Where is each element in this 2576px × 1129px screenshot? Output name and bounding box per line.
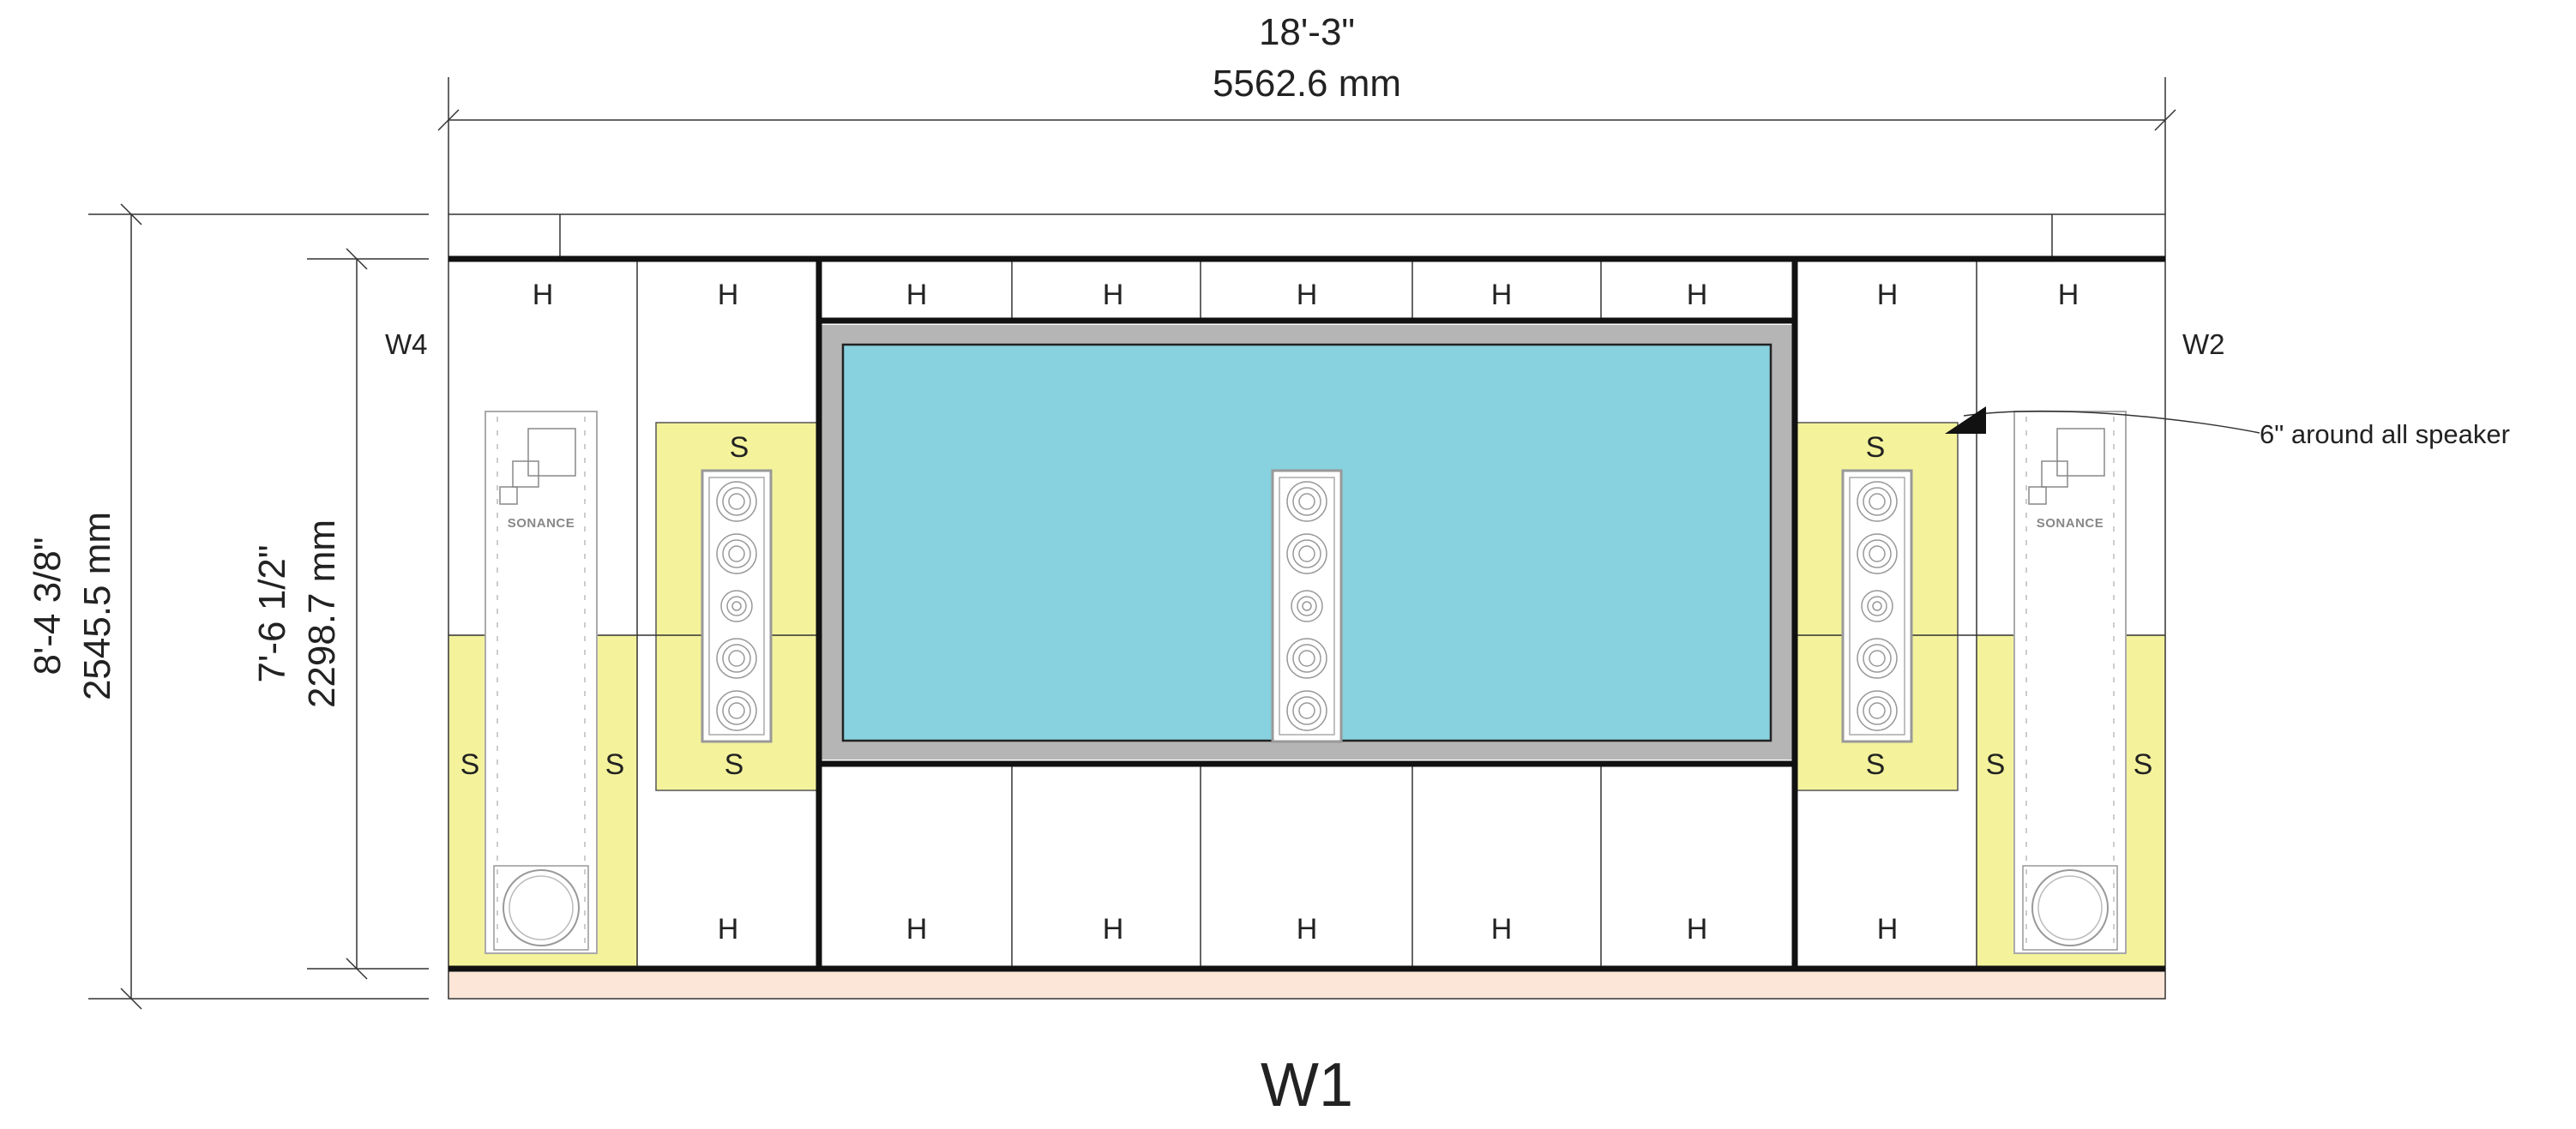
panel-label-h: H bbox=[1103, 913, 1124, 946]
width-imperial-label: 18'-3" bbox=[1259, 11, 1355, 53]
panel-label-h: H bbox=[1297, 913, 1318, 946]
subwoofer-icon bbox=[2013, 411, 2127, 954]
panel-label-h: H bbox=[1877, 279, 1899, 311]
subwoofer-left: SONANCE bbox=[485, 411, 598, 954]
panel-label-s: S bbox=[1986, 748, 2006, 781]
brand-label-right: SONANCE bbox=[2037, 516, 2104, 531]
panel-label-h: H bbox=[1687, 913, 1708, 946]
adjacent-wall-right-label: W2 bbox=[2182, 328, 2225, 360]
panel-label-h: H bbox=[718, 913, 739, 946]
speaker-icon bbox=[701, 469, 773, 743]
adjacent-wall-left-label: W4 bbox=[385, 328, 428, 360]
panel-label-s: S bbox=[725, 748, 744, 781]
panel-label-h: H bbox=[533, 279, 554, 311]
subwoofer-right: SONANCE bbox=[2013, 411, 2127, 954]
arrowhead-icon bbox=[1945, 406, 1986, 434]
panel-label-s: S bbox=[1866, 431, 1886, 464]
floor-strip bbox=[448, 968, 2166, 1000]
inner-height-metric-label: 2298.7 mm bbox=[301, 519, 343, 708]
brand-label-left: SONANCE bbox=[508, 516, 575, 531]
panel-label-h: H bbox=[1877, 913, 1899, 946]
wall-elevation bbox=[448, 213, 2166, 1000]
panel-labels-s: S S S S S S S S bbox=[460, 431, 2153, 781]
panel-label-h: H bbox=[718, 279, 739, 311]
drawing-title: W1 bbox=[1261, 1051, 1353, 1120]
panel-label-h: H bbox=[906, 279, 928, 311]
inner-height-dimension: 7'-6 1/2" 2298.7 mm bbox=[251, 248, 429, 980]
panel-label-s: S bbox=[730, 431, 749, 464]
outer-height-imperial-label: 8'-4 3/8" bbox=[27, 537, 69, 675]
outer-height-dimension: 8'-4 3/8" 2545.5 mm bbox=[27, 203, 429, 1010]
outer-height-metric-label: 2545.5 mm bbox=[76, 512, 118, 700]
panel-label-h: H bbox=[1491, 913, 1513, 946]
panel-label-h: H bbox=[2058, 279, 2079, 311]
panel-label-h: H bbox=[1491, 279, 1513, 311]
panel-label-h: H bbox=[1687, 279, 1708, 311]
panel-label-h: H bbox=[906, 913, 928, 946]
width-metric-label: 5562.6 mm bbox=[1213, 63, 1401, 105]
width-dimension: 18'-3" 5562.6 mm bbox=[437, 11, 2176, 214]
speaker-icon bbox=[1271, 469, 1343, 743]
panel-label-h: H bbox=[1103, 279, 1124, 311]
annotation-text: 6" around all speaker bbox=[2260, 419, 2510, 449]
speaker-clearance-annotation: 6" around all speaker bbox=[1945, 406, 2510, 449]
panel-label-s: S bbox=[605, 748, 625, 781]
panel-label-s: S bbox=[460, 748, 480, 781]
panel-labels-h: H H H H H H H H H H H H H H H H bbox=[533, 279, 2079, 946]
soffit bbox=[448, 213, 2166, 260]
panel-label-s: S bbox=[1866, 748, 1886, 781]
speaker-icon bbox=[1841, 469, 1913, 743]
panel-label-h: H bbox=[1297, 279, 1318, 311]
panel-label-s: S bbox=[2134, 748, 2153, 781]
subwoofer-icon bbox=[485, 411, 598, 954]
inner-height-imperial-label: 7'-6 1/2" bbox=[251, 544, 293, 682]
